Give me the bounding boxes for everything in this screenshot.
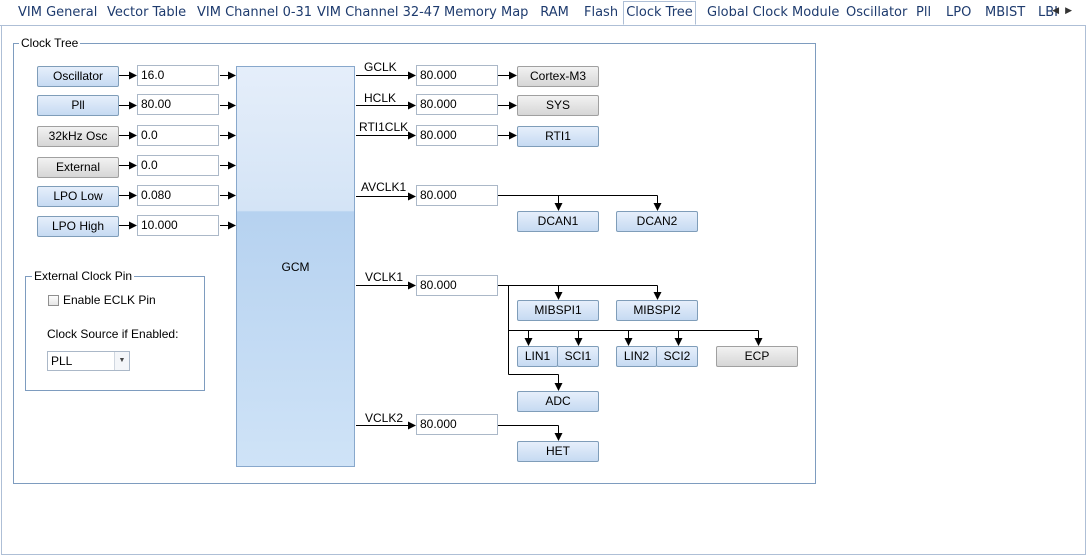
het-button[interactable]: HET [517,441,599,462]
avclk1-frequency-field[interactable]: 80.000 [416,185,498,206]
tab-lbi[interactable]: LBI [1038,5,1058,20]
tab-scroll-arrows: ◀▶ [1052,6,1078,16]
gclk-frequency-field[interactable]: 80.000 [416,65,498,86]
tab-global-clock-module[interactable]: Global Clock Module [707,5,840,20]
clock-tree-title: Clock Tree [19,36,81,50]
tab-bar: VIM General Vector Table VIM Channel 0-3… [0,0,1086,26]
32khz-osc-frequency-field[interactable]: 0.0 [137,125,219,146]
lin1-button[interactable]: LIN1 [517,346,558,367]
cortex-m3-button[interactable]: Cortex-M3 [517,66,599,87]
32khz-osc-source-button[interactable]: 32kHz Osc [37,126,119,147]
hclk-frequency-field[interactable]: 80.000 [416,94,498,115]
tab-vector-table[interactable]: Vector Table [107,5,187,20]
ecp-button[interactable]: ECP [716,346,798,367]
tab-clock-tree[interactable]: Clock Tree [623,1,696,25]
lpo-low-frequency-field[interactable]: 0.080 [137,185,219,206]
sys-button[interactable]: SYS [517,95,599,116]
rti1clk-frequency-field[interactable]: 80.000 [416,125,498,146]
dcan2-button[interactable]: DCAN2 [616,211,698,232]
vclk1-frequency-field[interactable]: 80.000 [416,275,498,296]
tab-vim-channel-32-47[interactable]: VIM Channel 32-47 [317,5,441,20]
clock-source-select[interactable]: PLL ▼ [47,351,130,371]
tab-memory-map[interactable]: Memory Map [444,5,529,20]
tab-flash[interactable]: Flash [584,5,619,20]
gcm-block: GCM [236,66,355,467]
scroll-right-icon[interactable]: ▶ [1065,6,1078,16]
tab-oscillator[interactable]: Oscillator [846,5,908,20]
clock-source-label: Clock Source if Enabled: [47,327,179,341]
hclk-label: HCLK [364,91,397,105]
tab-pll[interactable]: Pll [916,5,932,20]
pll-source-button[interactable]: Pll [37,95,119,116]
enable-eclk-label[interactable]: Enable ECLK Pin [63,293,156,307]
rti1-button[interactable]: RTI1 [517,126,599,147]
rti1clk-label: RTI1CLK [359,120,409,134]
lpo-high-source-button[interactable]: LPO High [37,216,119,237]
vclk1-label: VCLK1 [365,270,404,284]
mibspi1-button[interactable]: MIBSPI1 [517,300,599,321]
external-frequency-field[interactable]: 0.0 [137,155,219,176]
lpo-low-source-button[interactable]: LPO Low [37,186,119,207]
vclk2-frequency-field[interactable]: 80.000 [416,414,498,435]
clock-tree-group [13,43,816,484]
scroll-left-icon[interactable]: ◀ [1052,6,1066,16]
oscillator-source-button[interactable]: Oscillator [37,66,119,87]
pll-frequency-field[interactable]: 80.00 [137,94,219,115]
sci2-button[interactable]: SCI2 [656,346,698,367]
external-clock-pin-title: External Clock Pin [32,269,135,283]
vclk2-label: VCLK2 [365,411,404,425]
tab-ram[interactable]: RAM [540,5,569,20]
adc-button[interactable]: ADC [517,391,599,412]
lin2-button[interactable]: LIN2 [616,346,657,367]
gclk-label: GCLK [364,60,397,74]
tab-vim-general[interactable]: VIM General [18,5,98,20]
chevron-down-icon[interactable]: ▼ [114,352,129,370]
lpo-high-frequency-field[interactable]: 10.000 [137,215,219,236]
gcm-label: GCM [281,260,310,274]
enable-eclk-checkbox[interactable] [48,295,59,306]
sci1-button[interactable]: SCI1 [557,346,599,367]
tab-lpo[interactable]: LPO [946,5,972,20]
clock-source-value: PLL [51,354,73,368]
oscillator-frequency-field[interactable]: 16.0 [137,65,219,86]
avclk1-label: AVCLK1 [361,180,407,194]
dcan1-button[interactable]: DCAN1 [517,211,599,232]
tab-mbist[interactable]: MBIST [985,5,1026,20]
tab-vim-channel-0-31[interactable]: VIM Channel 0-31 [197,5,313,20]
mibspi2-button[interactable]: MIBSPI2 [616,300,698,321]
external-source-button[interactable]: External [37,157,119,178]
